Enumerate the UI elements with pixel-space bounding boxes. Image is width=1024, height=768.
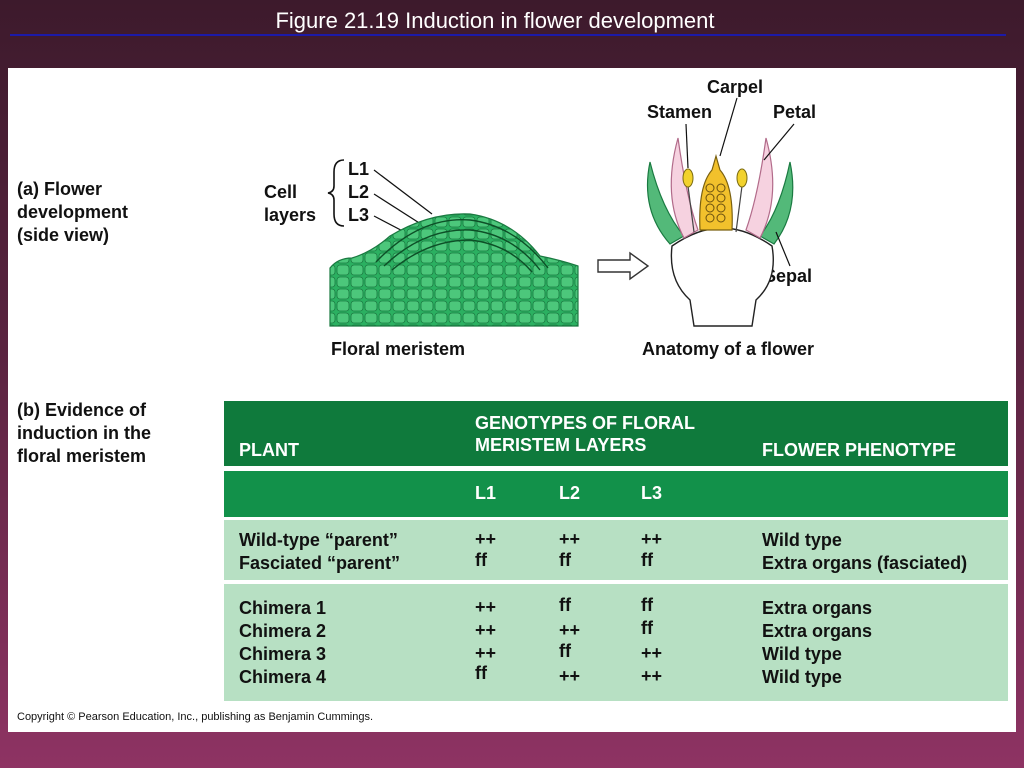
row-l2: ++ bbox=[559, 529, 581, 549]
petal-label: Petal bbox=[773, 102, 817, 122]
title-divider bbox=[10, 34, 1006, 36]
development-arrow bbox=[597, 251, 650, 281]
row-l1: ff bbox=[475, 663, 487, 683]
flower-anatomy-caption: Anatomy of a flower bbox=[642, 339, 815, 359]
row-l1: ++ bbox=[475, 620, 497, 640]
table-layer-header-row bbox=[224, 471, 1008, 517]
row-l2: ff bbox=[559, 550, 571, 570]
header-plant: PLANT bbox=[239, 440, 299, 460]
header-phenotype: FLOWER PHENOTYPE bbox=[762, 440, 957, 460]
header-genotypes: GENOTYPES OF FLORAL MERISTEM LAYERS bbox=[475, 413, 696, 455]
row-l1: ++ bbox=[475, 643, 497, 663]
header-l2: L2 bbox=[559, 483, 581, 503]
row-l2: ff bbox=[559, 641, 571, 661]
cell-layers-label: Cell layers bbox=[264, 182, 317, 225]
row-l3: ff bbox=[641, 550, 653, 570]
row-l2: ++ bbox=[559, 666, 581, 686]
stamen-label: Stamen bbox=[647, 102, 713, 122]
row-phenotype: Wild type bbox=[762, 530, 842, 550]
flower-receptacle bbox=[670, 227, 774, 327]
row-l1: ff bbox=[475, 550, 487, 570]
floral-meristem-caption: Floral meristem bbox=[331, 339, 466, 359]
sepal-right bbox=[759, 161, 794, 245]
table-group-chimeras bbox=[224, 584, 1008, 701]
row-plant: Wild-type “parent” bbox=[239, 530, 398, 550]
carpel-label: Carpel bbox=[707, 77, 764, 97]
row-l1: ++ bbox=[475, 597, 497, 617]
stamen-leader bbox=[685, 123, 689, 169]
petal-right bbox=[745, 137, 774, 239]
carpel-shape bbox=[699, 153, 733, 231]
layer-l3-label: L3 bbox=[348, 205, 370, 225]
carpel-leader bbox=[719, 97, 738, 157]
copyright-notice: Copyright © Pearson Education, Inc., pub… bbox=[17, 711, 374, 723]
part-a-label: (a) Flower development (side view) bbox=[17, 179, 129, 245]
genotype-table: PLANT GENOTYPES OF FLORAL MERISTEM LAYER… bbox=[224, 401, 1008, 701]
table-group-parents bbox=[224, 520, 1008, 580]
row-plant: Chimera 1 bbox=[239, 598, 327, 618]
stamen-filament-left bbox=[687, 185, 695, 233]
layer-l2-label: L2 bbox=[348, 182, 370, 202]
row-l1: ++ bbox=[475, 529, 497, 549]
row-phenotype: Wild type bbox=[762, 667, 842, 687]
header-l1: L1 bbox=[475, 483, 497, 503]
row-l3: ++ bbox=[641, 666, 663, 686]
floral-meristem-shape bbox=[329, 213, 579, 327]
row-l2: ++ bbox=[559, 620, 581, 640]
row-plant: Fasciated “parent” bbox=[239, 553, 401, 573]
row-plant: Chimera 4 bbox=[239, 667, 327, 687]
table-header-row bbox=[224, 401, 1008, 466]
row-phenotype: Wild type bbox=[762, 644, 842, 664]
row-phenotype: Extra organs bbox=[762, 598, 873, 618]
layer-l1-label: L1 bbox=[348, 159, 370, 179]
sepal-label: Sepal bbox=[764, 266, 813, 286]
row-plant: Chimera 3 bbox=[239, 644, 327, 664]
row-l3: ff bbox=[641, 595, 653, 615]
cell-layers-brace bbox=[327, 159, 345, 227]
petal-leader bbox=[763, 123, 795, 161]
ovules bbox=[705, 183, 726, 223]
stamen-filament-right bbox=[735, 185, 743, 233]
sepal-left bbox=[646, 161, 685, 245]
l2-leader bbox=[373, 193, 425, 227]
stamen-anther-left bbox=[682, 168, 694, 188]
meristem-layer-l1 bbox=[375, 218, 549, 269]
slide-title: Figure 21.19 Induction in flower develop… bbox=[275, 8, 715, 33]
row-phenotype: Extra organs bbox=[762, 621, 873, 641]
row-l3: ++ bbox=[641, 529, 663, 549]
row-l3: ff bbox=[641, 618, 653, 638]
row-phenotype: Extra organs (fasciated) bbox=[762, 553, 968, 573]
sepal-leader bbox=[775, 231, 791, 267]
header-l3: L3 bbox=[641, 483, 663, 503]
row-plant: Chimera 2 bbox=[239, 621, 327, 641]
meristem-layer-l3 bbox=[391, 239, 533, 273]
l1-leader bbox=[373, 169, 433, 215]
meristem-layer-l2 bbox=[383, 229, 541, 271]
row-l3: ++ bbox=[641, 643, 663, 663]
row-l2: ff bbox=[559, 595, 571, 615]
part-b-label: (b) Evidence of induction in the floral … bbox=[17, 400, 151, 466]
stamen-anther-right bbox=[736, 168, 748, 188]
petal-left bbox=[670, 137, 699, 239]
